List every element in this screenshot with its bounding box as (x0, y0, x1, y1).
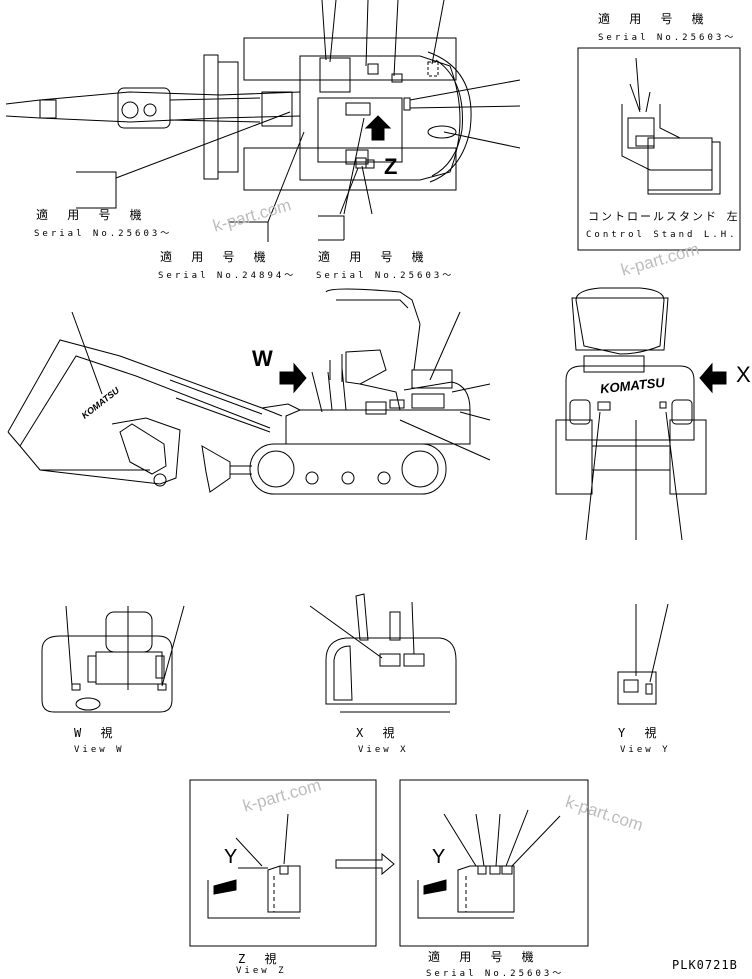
top-view-drawing (5, 0, 521, 242)
control-stand-inset (577, 47, 741, 251)
arrow-letter-y-right: Y (432, 846, 446, 868)
applicable-label-center: 適 用 号 機 (160, 250, 272, 264)
view-z-panel (189, 779, 377, 947)
applicable-label-bottom: 適 用 号 機 (428, 950, 540, 964)
view-w-drawing (41, 605, 185, 713)
control-stand-en-label: Control Stand L.H. (586, 230, 738, 240)
arrow-letter-w: W (252, 346, 273, 371)
document-code: PLK0721B (672, 958, 738, 972)
view-w-en-label: View W (74, 745, 125, 755)
view-y-jp-label: Y 視 (618, 726, 663, 740)
view-x-drawing (309, 593, 457, 713)
view-x-en-label: View X (358, 745, 409, 755)
arrow-letter-z: Z (384, 154, 398, 179)
arrow-letter-x: X (736, 362, 751, 387)
serial-label-left: Serial No.25603〜 (34, 229, 173, 239)
view-z-serial-panel (399, 779, 589, 947)
transition-arrow (335, 852, 395, 876)
serial-label-center: Serial No.24894〜 (158, 271, 297, 281)
view-z-en-label: View Z (236, 966, 287, 976)
serial-label-right: Serial No.25603〜 (316, 271, 455, 281)
serial-label-control-stand: Serial No.25603〜 (598, 33, 737, 43)
side-view-drawing (7, 288, 491, 495)
control-stand-jp-label: コントロールスタンド 左 (588, 210, 740, 223)
applicable-label-left: 適 用 号 機 (36, 208, 148, 222)
applicable-label-control-stand: 適 用 号 機 (598, 12, 710, 26)
view-z-jp-label: Z 視 (238, 952, 283, 966)
view-w-jp-label: W 視 (74, 726, 119, 740)
serial-label-bottom: Serial No.25603〜 (426, 969, 565, 979)
arrow-letter-y-left: Y (224, 846, 238, 868)
view-x-jp-label: X 視 (356, 726, 401, 740)
view-y-en-label: View Y (620, 745, 671, 755)
applicable-label-right: 適 用 号 機 (318, 250, 430, 264)
view-y-drawing (617, 603, 669, 705)
rear-view-drawing (555, 287, 727, 541)
